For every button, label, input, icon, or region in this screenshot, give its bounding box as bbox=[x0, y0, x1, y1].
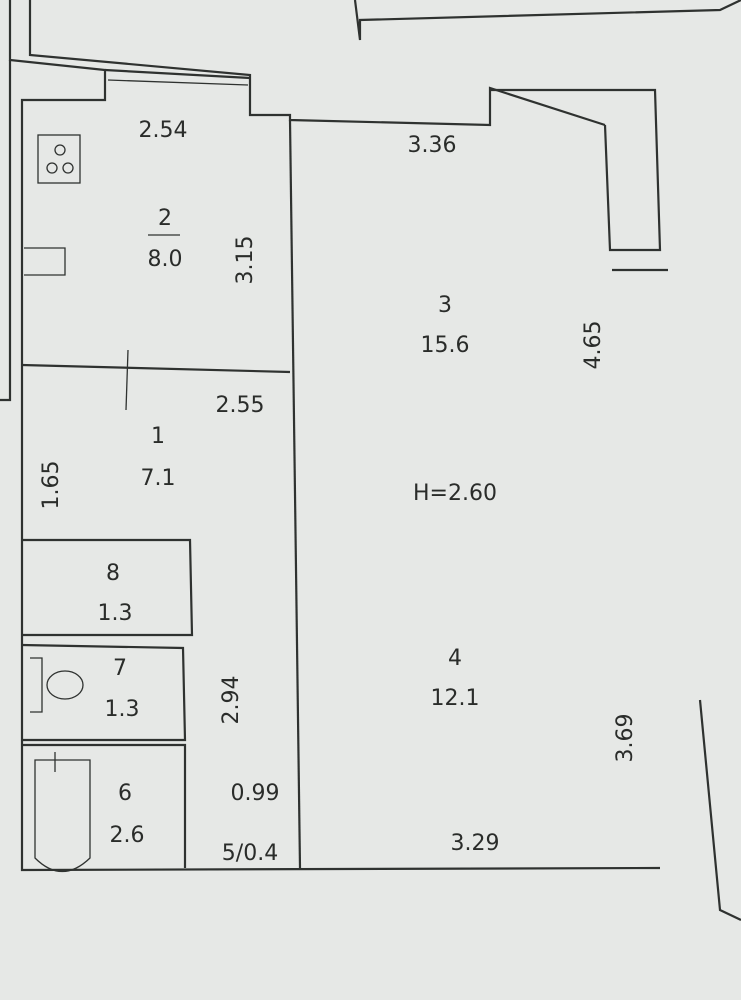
ceiling-height: H=2.60 bbox=[413, 481, 497, 506]
room-2-area: 8.0 bbox=[148, 247, 183, 272]
room-6-area: 2.6 bbox=[110, 823, 145, 848]
room-6-number: 6 bbox=[118, 781, 132, 806]
dim-hall-length: 1.65 bbox=[39, 461, 64, 510]
toilet-icon bbox=[46, 670, 84, 700]
dim-room4-width: 3.29 bbox=[451, 831, 500, 856]
right-wall bbox=[490, 88, 662, 252]
dim-hall-width: 2.55 bbox=[216, 393, 265, 418]
dim-closet-width: 0.99 bbox=[231, 781, 280, 806]
room-7-number: 7 bbox=[113, 656, 127, 681]
sink-icon bbox=[24, 247, 66, 276]
top-window bbox=[107, 79, 249, 86]
dim-kitchen-width: 2.54 bbox=[139, 118, 188, 143]
bathtub-icon bbox=[34, 759, 91, 872]
left-wall bbox=[0, 60, 12, 402]
room-8-area: 1.3 bbox=[98, 601, 133, 626]
partition-kitchen-hall bbox=[21, 363, 291, 374]
stove-burner-icon bbox=[62, 162, 74, 174]
stove-icon bbox=[37, 134, 81, 184]
toilet-tank-icon bbox=[30, 657, 43, 713]
room-5-label: 5/0.4 bbox=[222, 841, 278, 866]
right-lower-wall bbox=[698, 699, 741, 921]
dim-kitchen-length: 3.15 bbox=[233, 236, 258, 285]
closet-8 bbox=[22, 538, 194, 637]
toilet-7 bbox=[21, 643, 187, 742]
room-1-number: 1 bbox=[151, 424, 165, 449]
dim-room3-length: 4.65 bbox=[581, 321, 606, 370]
stove-burner-icon bbox=[54, 144, 66, 156]
dim-room4-length: 3.69 bbox=[613, 714, 638, 763]
room-3-area: 15.6 bbox=[421, 333, 470, 358]
dimension-ticks bbox=[125, 349, 129, 411]
dim-room3-width: 3.36 bbox=[408, 133, 457, 158]
room-4-number: 4 bbox=[448, 646, 462, 671]
dim-corridor-length: 2.94 bbox=[219, 676, 244, 725]
bath-6 bbox=[22, 743, 187, 868]
balcony-wall bbox=[353, 0, 741, 41]
room-1-area: 7.1 bbox=[141, 466, 176, 491]
stove-burner-icon bbox=[46, 162, 58, 174]
room-4-area: 12.1 bbox=[431, 686, 480, 711]
room-3-number: 3 bbox=[438, 293, 452, 318]
partition-central bbox=[288, 119, 302, 869]
outer-wall-top-facade bbox=[28, 0, 606, 127]
room-2-number: 2 bbox=[158, 206, 172, 231]
outer-wall-upper-edge bbox=[104, 68, 251, 80]
room-7-area: 1.3 bbox=[105, 697, 140, 722]
room-8-number: 8 bbox=[106, 561, 120, 586]
